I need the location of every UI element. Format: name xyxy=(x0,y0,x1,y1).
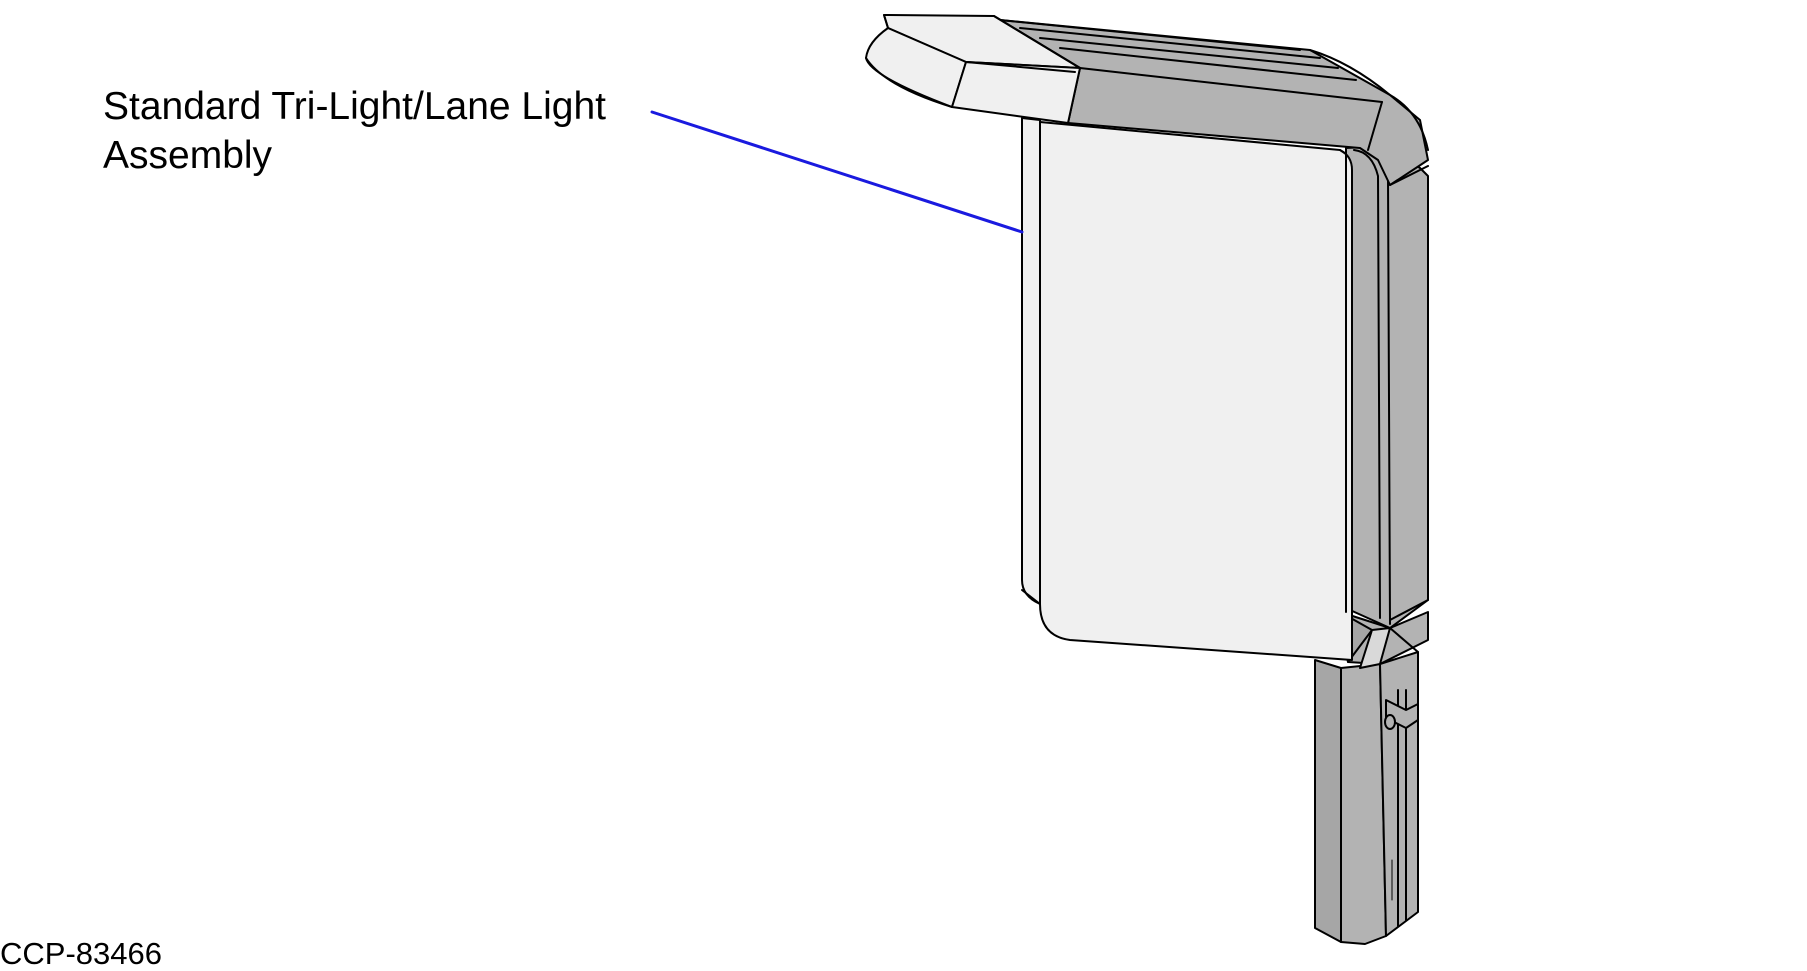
pole-left-face xyxy=(1314,659,1342,943)
mounting-pole xyxy=(1314,651,1419,945)
housing-top xyxy=(999,19,1429,186)
callout-label: Standard Tri-Light/Lane Light Assembly xyxy=(103,82,606,180)
figure-id: CCP-83466 xyxy=(0,936,162,971)
cap-side-face xyxy=(951,61,1081,124)
callout-label-line-1: Standard Tri-Light/Lane Light xyxy=(103,85,607,128)
callout-label-line-2: Assembly xyxy=(103,134,273,177)
front-panel xyxy=(1021,117,1353,661)
pole-front-face xyxy=(1340,663,1387,945)
top-light-cap xyxy=(865,14,1081,124)
housing-side xyxy=(1345,145,1429,629)
pole-screw xyxy=(1384,714,1396,730)
lane-light-assembly xyxy=(865,14,1429,945)
callout-leader-line xyxy=(650,110,1024,234)
